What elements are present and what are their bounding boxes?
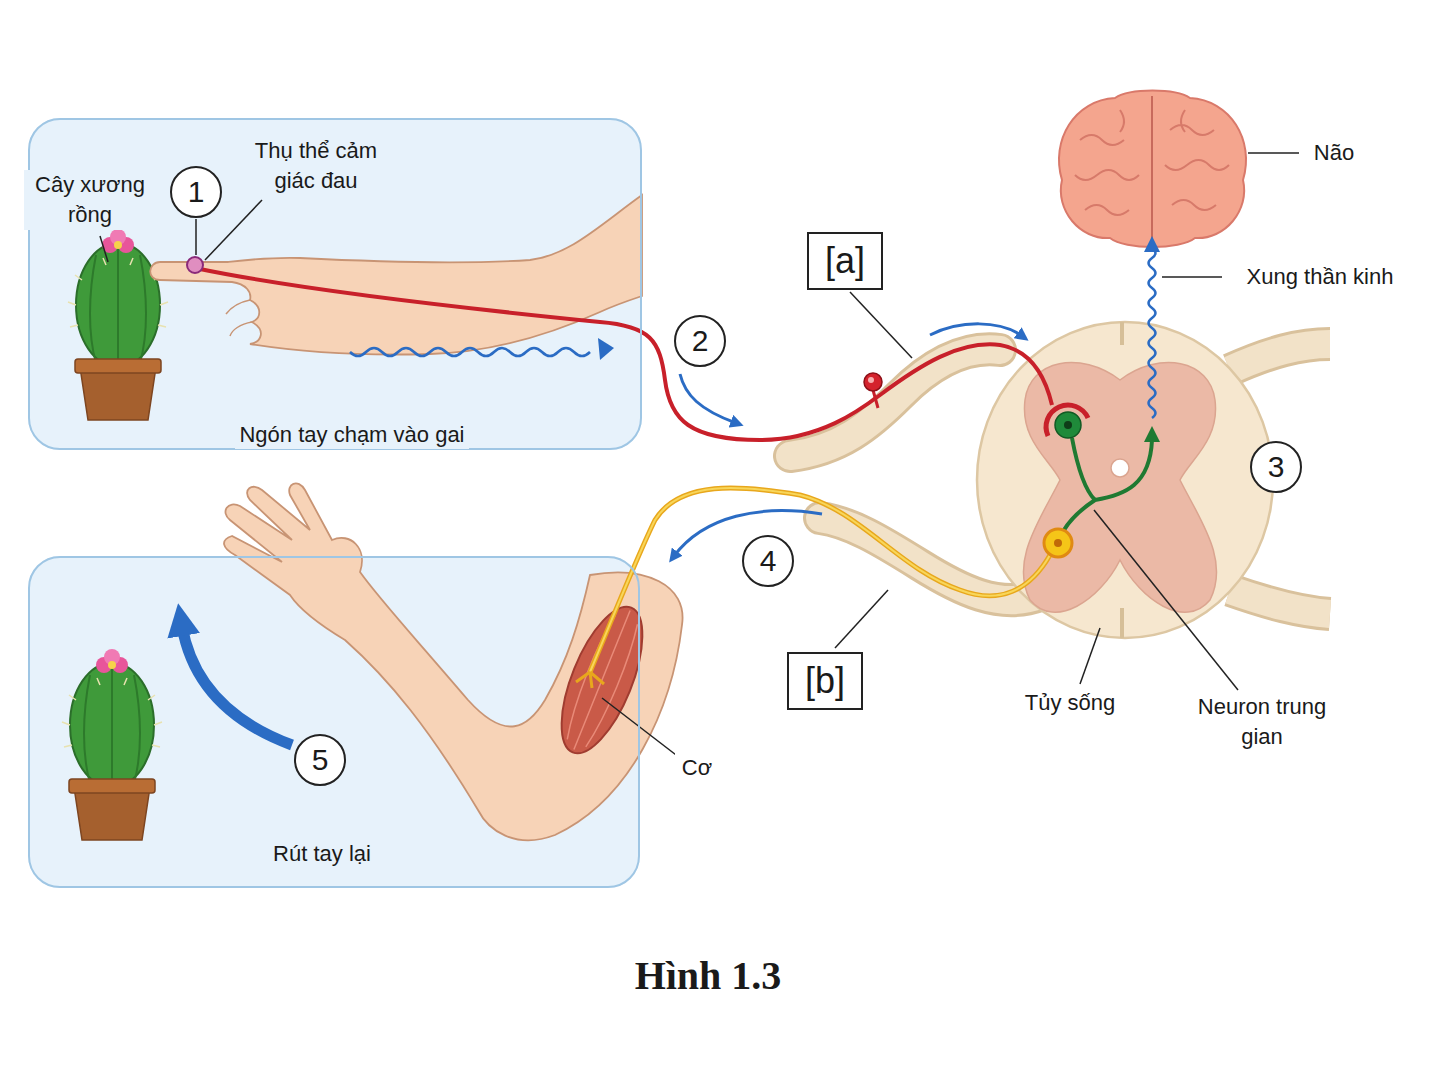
callout-number: 4	[742, 535, 794, 587]
arm-figure-part	[224, 483, 683, 840]
cactus-figure-part	[76, 243, 160, 367]
interneuron-part	[1055, 412, 1081, 438]
part-label: Tủy sống	[1010, 688, 1130, 718]
spinal-cord-part	[1120, 322, 1124, 638]
node-text: [b]	[805, 656, 845, 706]
sensory-neuron-part	[195, 268, 1052, 440]
node-text: 5	[312, 745, 329, 775]
cactus-figure-part	[84, 665, 140, 785]
part-label: Neuron trung gian	[1187, 692, 1337, 751]
scene-panel: Rút tay lại 5	[28, 556, 640, 888]
sensory-neuron	[187, 257, 1088, 440]
part-label: Cây xương rồng	[24, 170, 156, 229]
impulse-arrow-part	[598, 338, 614, 360]
impulse-arrow-part	[1144, 236, 1160, 252]
brain-figure	[1059, 91, 1246, 248]
leader-line-part	[835, 590, 888, 648]
callout-number: 2	[674, 315, 726, 367]
leader-line-part	[195, 219, 197, 255]
arm-figure	[224, 483, 683, 840]
cactus-figure-part	[90, 245, 146, 365]
panel-ground-part	[28, 118, 642, 450]
arm-figure-part-part	[559, 604, 645, 755]
label-box: [b]	[787, 652, 863, 710]
spinal-cord	[790, 322, 1330, 638]
impulse-arrow-part	[350, 348, 590, 356]
leader-line-part	[850, 292, 912, 358]
interneuron-part	[1144, 426, 1160, 442]
arm-figure-part-part	[545, 596, 659, 763]
impulse-arrow-part	[1149, 248, 1156, 418]
sensory-neuron-part	[868, 377, 874, 383]
leader-line-part	[100, 236, 108, 262]
node-text: 4	[760, 546, 777, 576]
part-label: Não	[1299, 138, 1369, 168]
panel-caption: Rút tay lại	[269, 840, 375, 869]
cactus-figure	[68, 229, 168, 420]
leader-line-part	[1248, 152, 1304, 154]
cactus-figure-part	[62, 678, 162, 747]
interneuron	[1055, 412, 1160, 530]
node-text: 1	[188, 177, 205, 207]
cactus-figure-part	[70, 663, 154, 787]
callout-number: 1	[170, 166, 222, 218]
cactus-figure-part	[74, 787, 150, 840]
spinal-cord-part	[790, 349, 1000, 456]
part-label: Xung thần kinh	[1225, 262, 1415, 292]
figure-caption: Hình 1.3	[408, 952, 1008, 999]
cactus-figure-part	[114, 241, 122, 249]
leader-line-part	[1094, 510, 1238, 690]
label-box: [a]	[807, 232, 883, 290]
motor-neuron-part	[1044, 529, 1072, 557]
brain-figure-part	[1059, 91, 1246, 248]
node-text: 2	[692, 326, 709, 356]
sensory-neuron-part	[864, 373, 882, 391]
arm-figure-part	[545, 596, 659, 763]
spinal-cord-part	[790, 349, 1000, 456]
callout-number: 5	[294, 734, 346, 786]
cactus-figure-part	[80, 367, 156, 420]
node-text: [a]	[825, 236, 865, 286]
motor-neuron-part	[1054, 539, 1062, 547]
sensory-neuron-part	[873, 390, 878, 408]
spinal-cord-part	[1230, 590, 1330, 614]
spinal-cord-part	[1230, 590, 1330, 614]
motor-neuron-part	[590, 488, 1050, 672]
spinal-cord-part	[1230, 344, 1330, 370]
leader-line-part	[1080, 628, 1100, 684]
impulse-arrow-part	[930, 324, 1022, 336]
interneuron-part	[1064, 421, 1072, 429]
brain-figure-part	[1151, 96, 1153, 244]
motor-neuron-part	[590, 488, 1050, 672]
brain-figure-part	[1075, 110, 1229, 215]
spinal-cord-part	[1230, 344, 1330, 370]
cactus-figure-part	[108, 661, 116, 669]
cactus-figure	[62, 649, 162, 840]
callout-number: 3	[1250, 441, 1302, 493]
impulse-arrow	[182, 236, 1160, 745]
part-label: Cơ	[675, 753, 719, 783]
motor-neuron-part	[576, 672, 604, 688]
leader-line-part	[1162, 276, 1222, 278]
impulse-arrow-part	[182, 626, 292, 745]
spinal-cord-part	[977, 322, 1273, 638]
sensory-neuron-part	[187, 257, 203, 273]
panel-caption: Ngón tay chạm vào gai	[235, 421, 468, 450]
impulse-arrow-part	[680, 374, 736, 423]
leader-line	[100, 153, 1304, 758]
node-text: 3	[1268, 452, 1285, 482]
part-label: Thụ thể cảm giác đau	[238, 136, 394, 195]
spinal-cord-part	[1111, 459, 1129, 477]
interneuron-part	[1064, 438, 1152, 530]
cactus-figure-part	[75, 359, 161, 373]
leader-line-part	[602, 698, 680, 758]
cactus-figure-part	[69, 779, 155, 793]
arm-figure-part	[226, 300, 252, 336]
